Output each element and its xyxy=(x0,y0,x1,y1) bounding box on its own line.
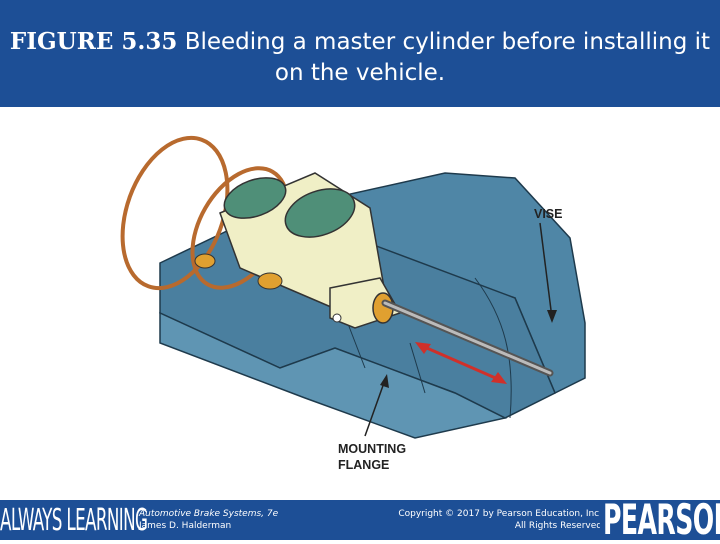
figure-number: FIGURE 5.35 xyxy=(9,28,178,55)
vise-leader-line xyxy=(539,222,553,319)
flange-leader-line xyxy=(364,379,386,437)
book-title: Automotive Brake Systems, 7e xyxy=(139,509,279,519)
slide-title: FIGURE 5.35 Bleeding a master cylinder b… xyxy=(0,0,720,89)
book-author: James D. Halderman xyxy=(139,521,232,531)
pearson-logo: PEARSON xyxy=(600,495,720,544)
book-info: Automotive Brake Systems, 7e James D. Ha… xyxy=(139,508,278,532)
vise-front-face xyxy=(159,311,508,439)
bleeder-tube-loop-1 xyxy=(120,135,230,291)
always-learning-slogan: ALWAYS LEARNING xyxy=(0,503,148,538)
slide-header: FIGURE 5.35 Bleeding a master cylinder b… xyxy=(0,0,720,107)
mounting-label-line2: FLANGE xyxy=(338,458,390,472)
fitting-2 xyxy=(257,272,283,290)
master-cylinder-illustration xyxy=(120,135,586,439)
figure-caption: Bleeding a master cylinder before instal… xyxy=(177,29,711,86)
vise-label: VISE xyxy=(534,207,563,221)
mounting-label-line1: MOUNTING xyxy=(338,442,407,456)
fitting-1 xyxy=(194,253,216,269)
copyright-line-1: Copyright © 2017 by Pearson Education, I… xyxy=(398,509,602,519)
pearson-wordmark: PEARSON xyxy=(603,495,720,544)
reservoir-1 xyxy=(223,177,287,219)
copyright-notice: Copyright © 2017 by Pearson Education, I… xyxy=(382,508,602,532)
reservoir-2 xyxy=(284,188,356,238)
stroke-direction-arrow xyxy=(419,343,501,382)
copyright-line-2: All Rights Reserved xyxy=(514,521,602,531)
slide-footer: ALWAYS LEARNING Automotive Brake Systems… xyxy=(0,495,720,544)
